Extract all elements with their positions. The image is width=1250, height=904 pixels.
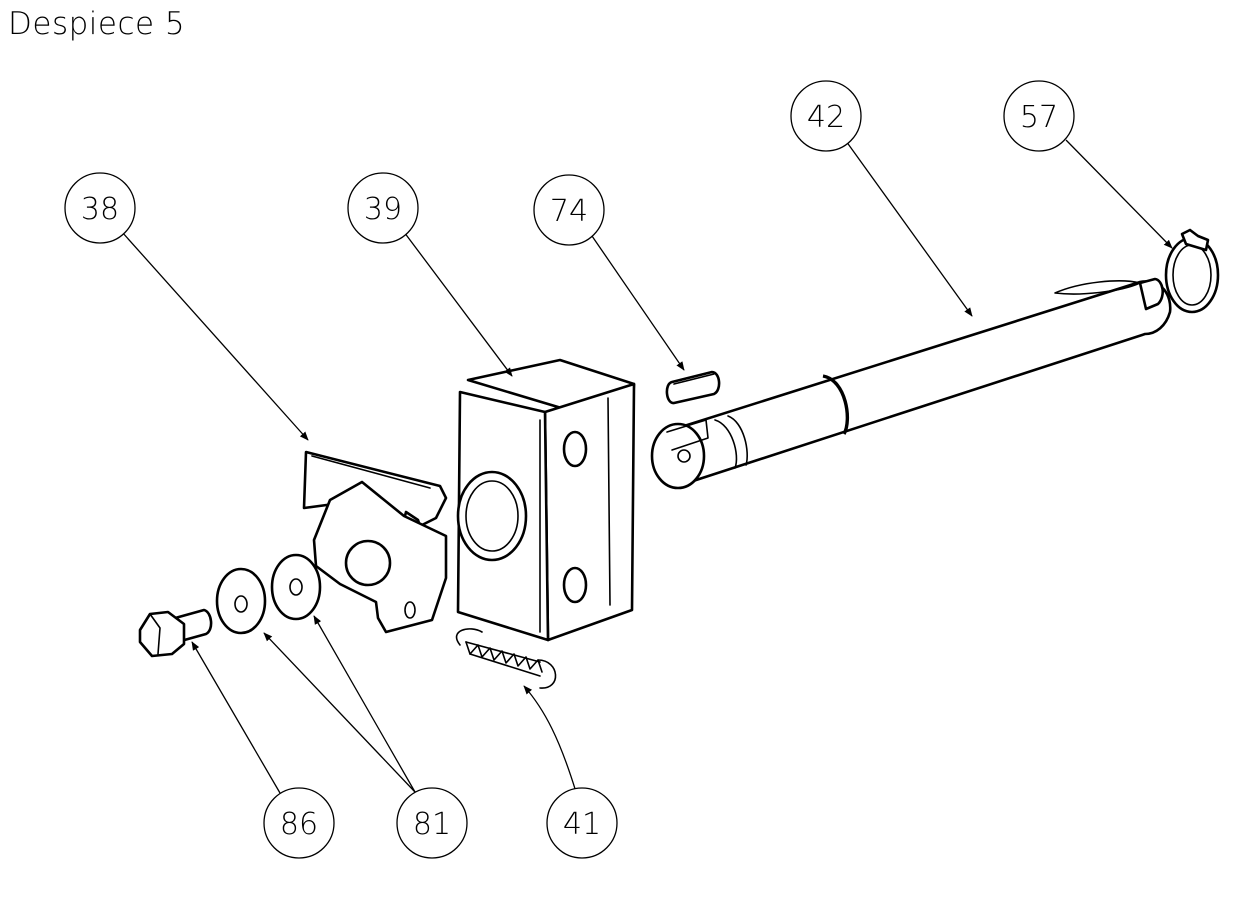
callout-74: 74	[533, 174, 605, 246]
callout-81: 81	[396, 787, 468, 859]
leader-74	[591, 235, 685, 371]
shaft-part-42	[650, 277, 1172, 490]
leader-86	[191, 641, 281, 794]
housing-block-part-39	[456, 358, 636, 642]
leader-38	[121, 231, 309, 441]
callout-39: 39	[347, 172, 419, 244]
key-part-74	[665, 370, 721, 405]
leader-81a	[263, 632, 416, 793]
callout-label: 41	[563, 807, 601, 842]
bolt-part-86	[138, 608, 213, 658]
retaining-ring-part-57	[1164, 228, 1220, 314]
callout-label: 74	[550, 194, 588, 229]
leader-41	[523, 685, 577, 793]
leader-39	[403, 231, 513, 377]
leader-lines	[121, 139, 1173, 794]
callout-41: 41	[546, 787, 618, 859]
callout-38: 38	[64, 172, 136, 244]
callout-label: 42	[807, 100, 845, 135]
callout-label: 86	[280, 807, 318, 842]
leader-81b	[313, 615, 416, 793]
callout-57: 57	[1003, 80, 1075, 152]
lever-cam-part-38	[302, 450, 448, 634]
callout-86: 86	[263, 787, 335, 859]
callout-label: 39	[364, 192, 402, 227]
leader-42	[845, 140, 973, 317]
leader-57	[1065, 139, 1173, 249]
callout-label: 81	[413, 807, 451, 842]
page-title: Despiece 5	[8, 6, 186, 42]
spring-part-41	[455, 628, 557, 689]
callout-42: 42	[790, 80, 862, 152]
callout-label: 57	[1020, 100, 1058, 135]
washers-part-81	[215, 553, 322, 635]
callout-label: 38	[81, 192, 119, 227]
